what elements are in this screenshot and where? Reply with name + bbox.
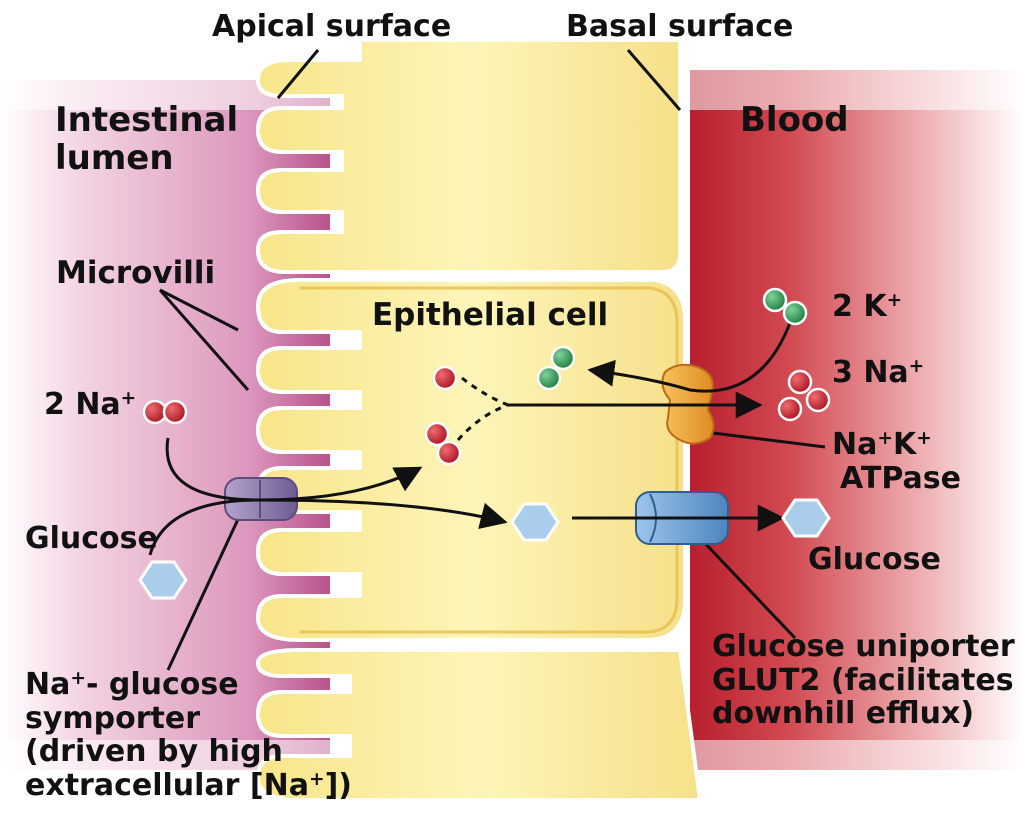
blood-region [690, 70, 1024, 770]
k-ion [550, 345, 576, 371]
na-merge-dash-2 [456, 403, 509, 441]
blood-label: Blood [740, 100, 849, 140]
intestinal-lumen-label: Intestinal lumen [55, 100, 239, 179]
k-ion [536, 365, 562, 391]
na-ion [424, 421, 450, 447]
sodium-ions [142, 365, 831, 466]
k-ion [782, 300, 808, 326]
potassium-ions [536, 287, 808, 391]
na-ion [142, 399, 168, 425]
glucose-molecule [781, 498, 831, 538]
symporter-label: Na+- glucose symporter (driven by high e… [25, 667, 352, 803]
sodium-out-label: 3 Na+ [832, 355, 925, 390]
epithelial-cells [255, 38, 703, 802]
potassium-label: 2 K+ [832, 289, 903, 324]
leader-lines [158, 49, 826, 671]
basal-leader [626, 49, 682, 111]
upper-cell [255, 38, 682, 274]
symporter-leader [166, 514, 242, 671]
na-ion [436, 440, 462, 466]
apical-surface-label: Apical surface [212, 9, 452, 44]
basal-surface-label: Basal surface [566, 9, 794, 44]
na-ion [432, 365, 458, 391]
glut2-leader [698, 536, 797, 640]
na-merge-dash-1 [461, 376, 509, 407]
na-k-atpase-label: Na+K+ ATPase [832, 427, 961, 496]
apical-leader [276, 49, 320, 99]
na-ion [787, 369, 813, 395]
epithelial-cell-label: Epithelial cell [372, 297, 609, 333]
lower-cell [255, 648, 703, 802]
k-entry-arrow [587, 322, 792, 393]
glucose-molecule [138, 560, 188, 600]
glucose-right-label: Glucose [808, 542, 941, 577]
microvilli-label: Microvilli [56, 255, 216, 291]
na-ion [162, 399, 188, 425]
na-ion [777, 396, 803, 422]
microvilli-leader-1 [159, 288, 239, 332]
pump-leader [704, 430, 826, 449]
k-ion [762, 287, 788, 313]
glut2-label: Glucose uniporter GLUT2 (facilitates dow… [712, 629, 1015, 732]
glucose-left-label: Glucose [25, 521, 158, 556]
microvilli-leader-2 [158, 289, 250, 391]
glucose-molecule [510, 502, 560, 542]
glucose-molecules [138, 498, 831, 600]
sodium-in-label: 2 Na+ [44, 387, 137, 422]
glucose-entry-arrow [148, 498, 508, 556]
transport-arrows [148, 322, 792, 556]
na-ion [805, 387, 831, 413]
